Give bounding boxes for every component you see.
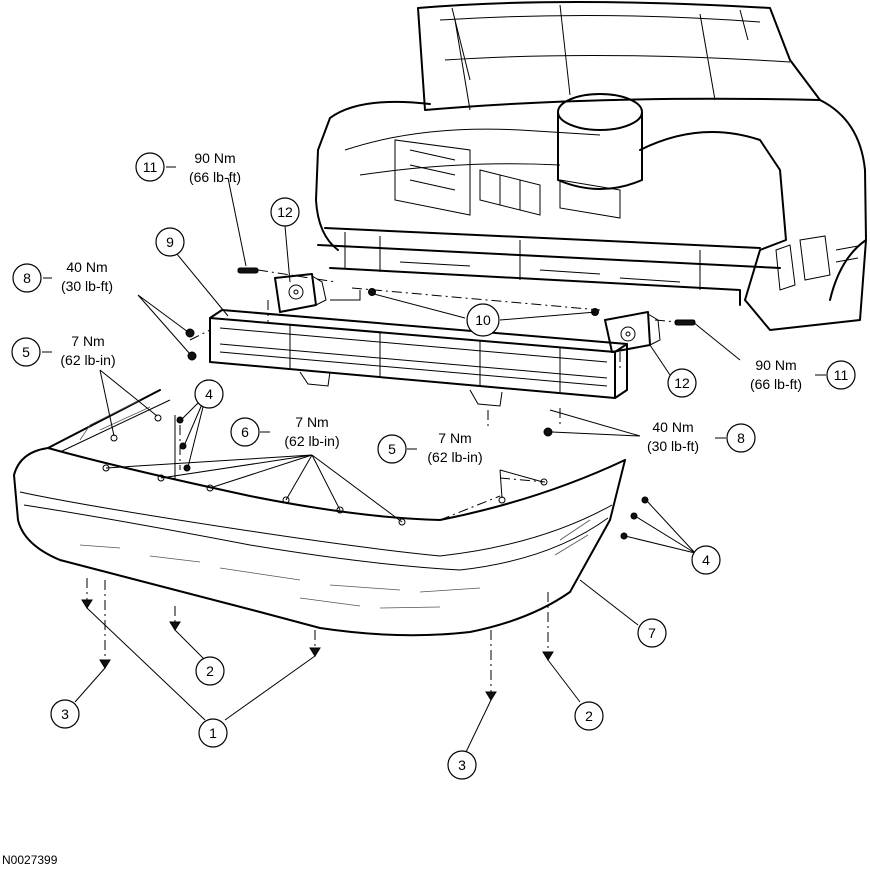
alignment-centerlines (86, 269, 679, 692)
vehicle-rear-body (315, 1, 867, 331)
svg-text:40 Nm: 40 Nm (652, 419, 693, 435)
bumper-cover (13, 389, 626, 637)
svg-text:2: 2 (206, 663, 214, 679)
torque-label-11-left: 90 Nm (66 lb-ft) (189, 150, 241, 185)
figure-id: N0027399 (2, 853, 58, 867)
callout-2-left: 2 (195, 656, 225, 686)
callout-11-left: 11 (135, 152, 165, 182)
svg-text:(30 lb-ft): (30 lb-ft) (61, 278, 113, 294)
svg-text:5: 5 (22, 344, 30, 360)
bumper-isolator-bracket-right (604, 311, 661, 353)
callout-12-left: 12 (270, 197, 300, 227)
torque-label-5-right: 7 Nm (62 lb-in) (427, 430, 482, 465)
svg-text:12: 12 (277, 204, 293, 220)
svg-text:4: 4 (205, 386, 213, 402)
svg-text:(30 lb-ft): (30 lb-ft) (647, 438, 699, 454)
bumper-isolator-bracket-left (274, 273, 327, 313)
svg-text:2: 2 (585, 708, 593, 724)
callout-6: 6 (230, 417, 260, 447)
callout-4-upper: 4 (194, 379, 224, 409)
svg-text:1: 1 (209, 725, 217, 741)
svg-text:9: 9 (166, 234, 174, 250)
callout-1: 1 (198, 718, 228, 748)
svg-text:40 Nm: 40 Nm (66, 259, 107, 275)
leader-lines (74, 177, 741, 753)
svg-text:7 Nm: 7 Nm (295, 414, 328, 430)
svg-text:5: 5 (388, 441, 396, 457)
svg-text:3: 3 (458, 757, 466, 773)
callout-12-right: 12 (667, 368, 697, 398)
svg-text:(62 lb-in): (62 lb-in) (427, 449, 482, 465)
callout-5-right: 5 (377, 434, 407, 464)
svg-text:7: 7 (648, 625, 656, 641)
svg-text:10: 10 (475, 312, 491, 328)
bumper-reinforcement-beam (209, 309, 628, 407)
torque-label-8-left: 40 Nm (30 lb-ft) (61, 259, 113, 294)
callout-2-right: 2 (574, 701, 604, 731)
svg-text:90 Nm: 90 Nm (755, 357, 796, 373)
svg-text:7 Nm: 7 Nm (71, 333, 104, 349)
svg-text:(62 lb-in): (62 lb-in) (60, 352, 115, 368)
svg-text:12: 12 (674, 375, 690, 391)
torque-label-5-left: 7 Nm (62 lb-in) (60, 333, 115, 368)
callout-3-right: 3 (447, 750, 477, 780)
svg-text:4: 4 (702, 552, 710, 568)
svg-text:8: 8 (23, 270, 31, 286)
svg-text:(62 lb-in): (62 lb-in) (284, 433, 339, 449)
torque-label-6: 7 Nm (62 lb-in) (284, 414, 339, 449)
svg-text:90 Nm: 90 Nm (194, 150, 235, 166)
torque-label-8-right: 40 Nm (30 lb-ft) (647, 419, 699, 454)
svg-text:3: 3 (61, 706, 69, 722)
svg-text:8: 8 (737, 430, 745, 446)
callout-8-right: 8 (726, 423, 756, 453)
callout-10: 10 (466, 303, 500, 337)
callout-5-left: 5 (11, 337, 41, 367)
callout-3-left: 3 (50, 699, 80, 729)
svg-text:(66 lb-ft): (66 lb-ft) (189, 169, 241, 185)
callout-7: 7 (637, 618, 667, 648)
callout-4-lower: 4 (691, 545, 721, 575)
svg-text:11: 11 (143, 159, 158, 175)
svg-text:7 Nm: 7 Nm (438, 430, 471, 446)
svg-text:(66 lb-ft): (66 lb-ft) (750, 376, 802, 392)
svg-text:11: 11 (834, 367, 849, 383)
svg-text:6: 6 (241, 424, 249, 440)
torque-label-11-right: 90 Nm (66 lb-ft) (750, 357, 802, 392)
callout-8-left: 8 (12, 263, 42, 293)
callout-9: 9 (155, 227, 185, 257)
callout-11-right: 11 (826, 360, 856, 390)
